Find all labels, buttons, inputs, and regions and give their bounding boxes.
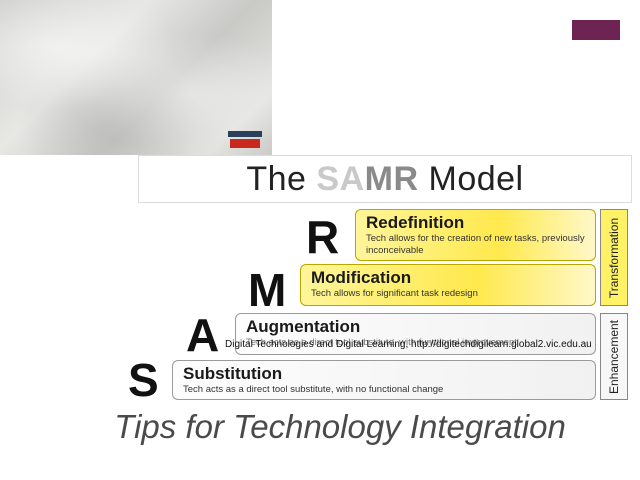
level-bar-modification: Modification Tech allows for significant…	[300, 264, 596, 306]
title-part-sa: SA	[316, 159, 365, 198]
category-enhancement-label: Enhancement	[607, 319, 621, 394]
level-bar-augmentation: Augmentation Tech acts as a direct tool …	[235, 313, 596, 355]
category-enhancement: Enhancement	[600, 313, 628, 400]
category-transformation: Transformation	[600, 209, 628, 306]
level-title-redefinition: Redefinition	[366, 213, 465, 232]
level-letter-m: M	[248, 264, 287, 316]
category-transformation-label: Transformation	[607, 217, 621, 298]
level-desc-substitution: Tech acts as a direct tool substitute, w…	[183, 384, 444, 395]
title-part-model: Model	[418, 159, 524, 198]
level-title-substitution: Substitution	[183, 364, 283, 383]
slide-subtitle: Tips for Technology Integration	[114, 408, 566, 445]
source-credit: Digital Technologies and Digital Learnin…	[225, 339, 592, 350]
level-title-augmentation: Augmentation	[246, 317, 361, 336]
level-letter-s: S	[128, 354, 159, 406]
title-part-the: The	[246, 159, 317, 198]
level-desc-augmentation: Tech acts as a direct tool substitute, w…	[246, 337, 517, 348]
title-part-mr: MR	[364, 159, 419, 198]
level-letter-r: R	[306, 211, 340, 263]
crumpled-paper-image	[0, 0, 272, 155]
level-bar-redefinition: Redefinition Tech allows for the creatio…	[355, 209, 596, 261]
level-desc-modification: Tech allows for significant task redesig…	[311, 288, 478, 299]
level-bar-substitution: Substitution Tech acts as a direct tool …	[172, 360, 596, 400]
level-title-modification: Modification	[311, 268, 412, 287]
accent-rectangle	[572, 20, 620, 40]
logo-icon	[228, 130, 262, 150]
level-desc-redefinition: Tech allows for the creation of new task…	[366, 233, 585, 256]
level-letter-a: A	[186, 309, 220, 361]
